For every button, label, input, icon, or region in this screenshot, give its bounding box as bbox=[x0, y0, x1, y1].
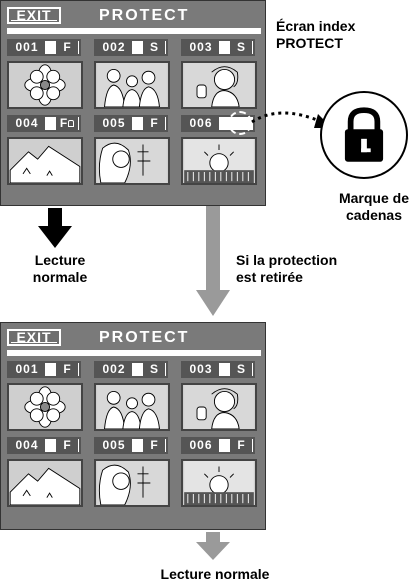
thumbnail-number: 001 bbox=[9, 41, 45, 54]
sunset-icon bbox=[184, 139, 254, 183]
thumbnail-number: 003 bbox=[183, 41, 219, 54]
thumbnail-number: 005 bbox=[96, 117, 132, 130]
thumbnail-mode: S bbox=[143, 363, 165, 376]
thumbnail-mountain[interactable] bbox=[7, 137, 83, 185]
lock-icon bbox=[68, 120, 75, 128]
thumbnail-mode: F bbox=[56, 117, 78, 130]
thumbnail-mode: S bbox=[230, 363, 252, 376]
thumbnail-number: 002 bbox=[96, 363, 132, 376]
arrow-down-icon bbox=[196, 206, 230, 316]
people-icon bbox=[97, 63, 167, 107]
thumbnail-label: 001 F bbox=[7, 361, 81, 378]
thumbnail-label: 005 F bbox=[94, 437, 168, 454]
thumbnail-flower[interactable] bbox=[7, 383, 83, 431]
label-line: normale bbox=[32, 269, 88, 285]
thumbnail-label: 004 F bbox=[7, 115, 81, 132]
thumbnail-people[interactable] bbox=[94, 383, 170, 431]
thumbnail-label: 002 S bbox=[94, 39, 168, 56]
thumbnail-woman-profile[interactable] bbox=[94, 137, 170, 185]
lock-icon bbox=[344, 107, 384, 162]
protection-removed-label: Si la protection est retirée bbox=[236, 252, 337, 286]
lock-mark-label: Marque de cadenas bbox=[332, 190, 416, 224]
protect-index-screen-unlocked: EXIT PROTECT 001 F 002 S 003 S bbox=[0, 322, 266, 530]
thumbnail-number: 003 bbox=[183, 363, 219, 376]
thumbnail-label: 002 S bbox=[94, 361, 168, 378]
thumbnail-flower[interactable] bbox=[7, 61, 83, 109]
people-icon bbox=[97, 385, 167, 429]
exit-button[interactable]: EXIT bbox=[7, 7, 61, 24]
thumbnail-mode: F bbox=[56, 363, 78, 376]
protect-index-screen: EXIT PROTECT 001 F 002 S 003 S bbox=[0, 0, 266, 206]
index-screen-label: Écran index PROTECT bbox=[276, 18, 355, 52]
label-line: Marque de bbox=[338, 190, 409, 206]
woman-phone-icon bbox=[184, 385, 254, 429]
normal-playback-bottom-label: Lecture normale bbox=[160, 566, 270, 582]
label-line: cadenas bbox=[345, 207, 403, 223]
woman-profile-icon bbox=[97, 139, 167, 183]
thumbnail-sunset[interactable] bbox=[181, 459, 257, 507]
thumbnail-mode: S bbox=[230, 41, 252, 54]
thumbnail-woman-profile[interactable] bbox=[94, 459, 170, 507]
thumbnail-label: 004 F bbox=[7, 437, 81, 454]
thumbnail-label: 003 S bbox=[181, 39, 255, 56]
flower-icon bbox=[10, 63, 80, 107]
thumbnail-people[interactable] bbox=[94, 61, 170, 109]
thumbnail-mode: F bbox=[56, 41, 78, 54]
thumbnail-mountain[interactable] bbox=[7, 459, 83, 507]
thumbnail-sunset[interactable] bbox=[181, 137, 257, 185]
lock-mark-highlight bbox=[228, 111, 252, 135]
thumbnail-label: 005 F bbox=[94, 115, 168, 132]
thumbnail-number: 006 bbox=[183, 439, 219, 452]
screen-header: EXIT PROTECT bbox=[7, 329, 261, 356]
thumbnail-mode: F bbox=[143, 117, 165, 130]
exit-button[interactable]: EXIT bbox=[7, 329, 61, 346]
thumbnail-number: 006 bbox=[183, 117, 219, 130]
thumbnail-label: 003 S bbox=[181, 361, 255, 378]
label-line: Si la protection bbox=[236, 252, 338, 268]
label-line: est retirée bbox=[236, 269, 303, 285]
woman-phone-icon bbox=[184, 63, 254, 107]
thumbnail-label: 001 F bbox=[7, 39, 81, 56]
screen-title: PROTECT bbox=[99, 329, 190, 346]
label-line: Écran index bbox=[276, 18, 356, 34]
thumbnail-woman-phone[interactable] bbox=[181, 61, 257, 109]
thumbnail-mode: F bbox=[56, 439, 78, 452]
normal-playback-label: Lecture normale bbox=[20, 252, 100, 286]
arrow-down-icon bbox=[38, 208, 72, 248]
sunset-icon bbox=[184, 461, 254, 505]
thumbnail-mode: S bbox=[143, 41, 165, 54]
lock-mark-enlarged bbox=[320, 91, 408, 179]
screen-title: PROTECT bbox=[99, 7, 190, 24]
arrow-down-icon bbox=[196, 532, 230, 560]
woman-profile-icon bbox=[97, 461, 167, 505]
mountain-icon bbox=[9, 139, 81, 183]
header-divider bbox=[7, 28, 261, 34]
label-line: Lecture bbox=[34, 252, 86, 268]
header-divider bbox=[7, 350, 261, 356]
thumbnail-mode: F bbox=[143, 439, 165, 452]
thumbnail-label: 006 F bbox=[181, 437, 255, 454]
screen-header: EXIT PROTECT bbox=[7, 7, 261, 34]
label-line: PROTECT bbox=[276, 35, 343, 51]
flower-icon bbox=[10, 385, 80, 429]
thumbnail-number: 005 bbox=[96, 439, 132, 452]
thumbnail-number: 004 bbox=[9, 439, 45, 452]
thumbnail-number: 001 bbox=[9, 363, 45, 376]
thumbnail-number: 004 bbox=[9, 117, 45, 130]
thumbnail-number: 002 bbox=[96, 41, 132, 54]
mountain-icon bbox=[9, 461, 81, 505]
thumbnail-mode: F bbox=[230, 439, 252, 452]
thumbnail-woman-phone[interactable] bbox=[181, 383, 257, 431]
